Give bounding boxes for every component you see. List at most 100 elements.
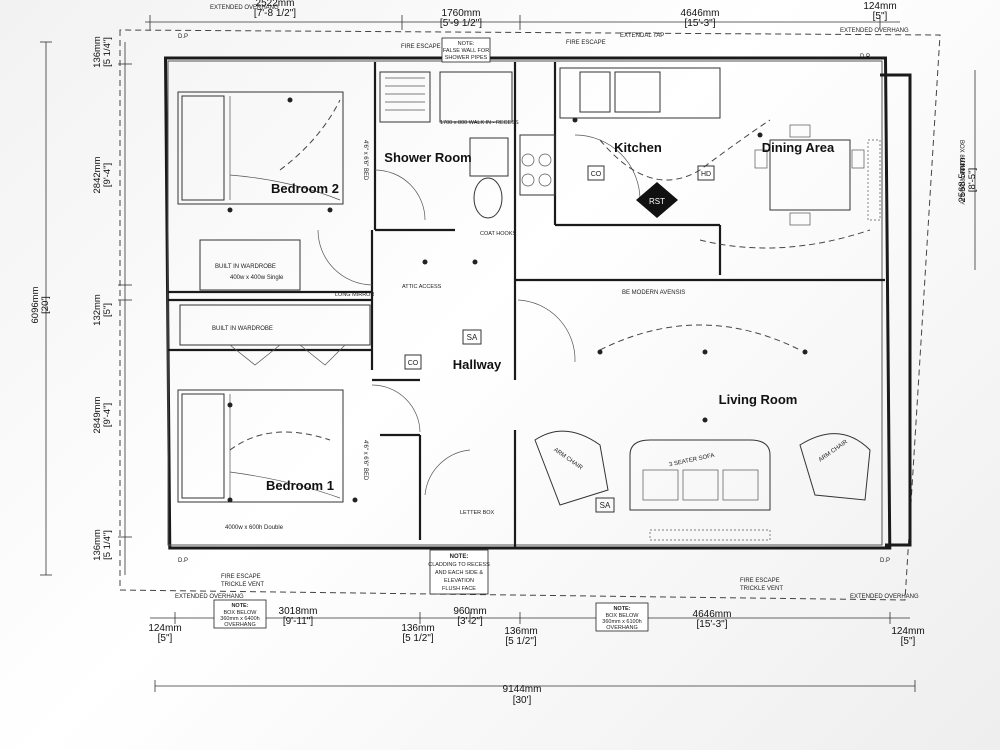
bottom-dimensions: 124mm [5"] 3018mm [9'-11"] 136mm [5 1/2"… [148,606,924,706]
svg-text:[8'-5"]: [8'-5"] [967,168,978,192]
svg-text:9144mm: 9144mm [503,684,542,695]
room-hallway: Hallway [453,357,502,372]
radiators [649,139,881,541]
room-bedroom-1: Bedroom 1 [266,478,334,493]
sofa-label: 3 SEATER SOFA [669,453,715,468]
room-dining: Dining Area [762,140,835,155]
svg-text:136mm: 136mm [401,623,434,634]
svg-text:[15'-3"]: [15'-3"] [696,619,727,630]
note-false-wall: NOTE: FALSE WALL FOR SHOWER PIPES [441,37,491,63]
dining-table [754,124,865,226]
svg-text:[7'-8 1/2"]: [7'-8 1/2"] [254,8,296,19]
door-swings [317,134,641,496]
svg-text:[5"]: [5"] [102,303,113,317]
svg-text:NOTE:: NOTE: [450,554,469,560]
svg-text:360mm x 6400h: 360mm x 6400h [220,616,259,622]
svg-text:4646mm: 4646mm [681,8,720,19]
svg-text:360mm x 6100h: 360mm x 6100h [602,619,641,625]
shower-fixtures [379,71,513,219]
dp-1: D.P [178,34,188,40]
svg-text:NOTE:: NOTE: [231,603,248,609]
svg-text:2522mm: 2522mm [256,0,295,9]
dp-4: D.P [880,558,890,564]
hd-box [697,165,715,181]
overhang-bottom-left: EXTENDED OVERHANG [175,594,244,600]
svg-text:NOTE:: NOTE: [458,41,475,47]
svg-text:CLADDING TO RECESS: CLADDING TO RECESS [428,562,490,568]
svg-text:1760mm: 1760mm [442,8,481,19]
svg-text:[5 1/4"]: [5 1/4"] [102,530,113,560]
svg-text:RST: RST [649,197,665,206]
svg-text:NOTE:: NOTE: [613,606,630,612]
svg-text:2568.5mm: 2568.5mm [957,157,968,202]
svg-text:132mm: 132mm [92,294,103,326]
svg-text:124mm: 124mm [891,626,924,637]
coat-hooks: COAT HOOKS [480,231,516,237]
svg-text:[5 1/2"]: [5 1/2"] [505,636,537,647]
extendal-tap: EXTENDAL TAP [620,33,664,39]
svg-text:AND EACH SIDE &: AND EACH SIDE & [435,570,483,576]
sa-living: SA [600,501,611,510]
svg-text:BOX BELOW: BOX BELOW [223,610,257,616]
co-box-kitchen [587,165,605,181]
svg-text:136mm: 136mm [92,529,103,561]
room-living: Living Room [719,392,798,407]
attic-access: ATTIC ACCESS [402,284,442,290]
svg-text:[5"]: [5"] [873,11,888,22]
wardrobes [179,239,371,366]
svg-text:FALSE WALL FOR: FALSE WALL FOR [443,48,489,54]
bed-2 [177,91,344,205]
svg-text:6096mm: 6096mm [30,286,41,323]
wardrobe-single: 400w x 400w Single [230,275,284,281]
circuits [229,99,871,451]
top-dimensions: 2522mm [7'-8 1/2"] 1760mm [5'-9 1/2"] 46… [254,0,897,29]
svg-text:136mm: 136mm [504,626,537,637]
svg-text:SHOWER PIPES: SHOWER PIPES [445,55,488,61]
note-cladding: NOTE: CLADDING TO RECESS AND EACH SIDE &… [428,549,490,595]
overhang-outline [119,29,941,601]
left-dimensions: 136mm [5 1/4"] 2842mm [9'-4"] 132mm [5"]… [30,36,113,561]
trickle-vent-2: TRICKLE VENT [740,586,783,592]
svg-text:124mm: 124mm [863,1,896,12]
long-mirror: LONG MIRROR [335,292,374,298]
room-bedroom-2: Bedroom 2 [271,181,339,196]
co-kitchen: CO [591,171,602,178]
co-hall: CO [408,360,419,367]
bed-2-size: 4'6" x 6'6" BED [362,140,368,181]
svg-text:2842mm: 2842mm [92,156,103,193]
svg-text:960mm: 960mm [453,606,486,617]
box-bay: BOX 860MM WIDE BAY [958,140,964,205]
fire-escape-3: FIRE ESCAPE [221,574,261,580]
svg-text:[3'-2"]: [3'-2"] [457,616,483,627]
room-kitchen: Kitchen [614,140,662,155]
right-dimensions: 2568.5mm [8'-5"] [957,157,978,202]
svg-text:[30']: [30'] [513,695,532,706]
sofa [629,439,771,511]
svg-text:OVERHANG: OVERHANG [606,625,637,631]
letter-box: LETTER BOX [460,510,495,516]
svg-text:[5 1/4"]: [5 1/4"] [102,37,113,67]
sa-hall: SA [467,333,478,342]
svg-text:ELEVATION: ELEVATION [444,578,474,584]
compass-marker: RST [636,182,678,218]
bed-1-double: 4000w x 600h Double [225,525,284,531]
svg-text:4646mm: 4646mm [693,609,732,620]
fire-escape-2: FIRE ESCAPE [566,40,606,46]
be-modern: BE MODERN AVENSIS [622,290,685,296]
overhang-bottom-right: EXTENDED OVERHANG [850,594,919,600]
svg-text:[5"]: [5"] [901,636,916,647]
svg-text:136mm: 136mm [92,36,103,68]
svg-text:OVERHANG: OVERHANG [224,622,255,628]
fire-escape-1: FIRE ESCAPE [401,44,441,50]
fire-escape-4: FIRE ESCAPE [740,578,780,584]
svg-text:[9'-11"]: [9'-11"] [283,616,314,627]
svg-text:[15'-3"]: [15'-3"] [684,18,715,29]
svg-text:BOX BELOW: BOX BELOW [605,613,639,619]
dimension-lines [40,15,976,692]
outer-walls [163,56,912,550]
svg-text:[5'-9 1/2"]: [5'-9 1/2"] [440,18,482,29]
bed-1 [177,389,344,503]
sa-box-living [595,497,615,513]
interior-walls [168,62,885,548]
co-box-hall [404,354,422,370]
